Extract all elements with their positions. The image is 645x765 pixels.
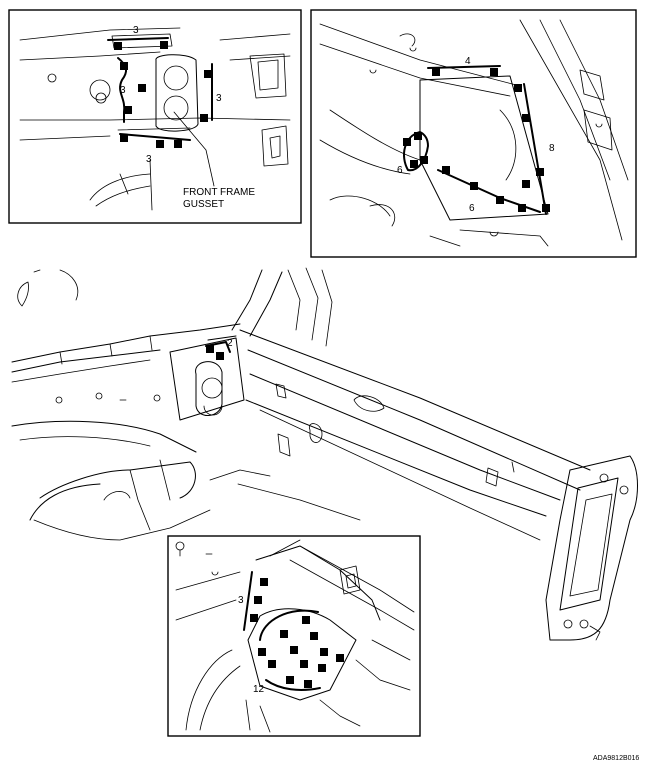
- weld-marker: [216, 352, 224, 360]
- callout-6-bottom: 6: [469, 203, 475, 214]
- weld-marker: [290, 646, 298, 654]
- weld-marker: [420, 156, 428, 164]
- inset-front-frame-gusset: 3 3 3 3 FRONT FRAME GUSSET: [8, 9, 302, 224]
- weld-marker: [138, 84, 146, 92]
- weld-marker: [403, 138, 411, 146]
- weld-marker: [542, 204, 550, 212]
- gusset-label-line1: FRONT FRAME: [183, 187, 255, 198]
- weld-marker: [536, 168, 544, 176]
- weld-marker: [280, 630, 288, 638]
- weld-marker: [206, 345, 214, 353]
- callout-3-lower: 3: [238, 595, 244, 606]
- weld-marker: [414, 132, 422, 140]
- weld-marker: [302, 616, 310, 624]
- weld-marker: [160, 41, 168, 49]
- weld-marker: [522, 180, 530, 188]
- weld-marker: [300, 660, 308, 668]
- weld-marker: [496, 196, 504, 204]
- callout-4: 4: [465, 56, 471, 67]
- main-frame-drawing: 2: [11, 267, 638, 641]
- weld-marker: [304, 680, 312, 688]
- callout-6-left: 6: [397, 165, 403, 176]
- weld-marker: [254, 596, 262, 604]
- weld-marker: [432, 68, 440, 76]
- callout-12: 12: [253, 684, 265, 695]
- weld-marker: [200, 114, 208, 122]
- weld-marker: [174, 140, 182, 148]
- weld-marker: [120, 62, 128, 70]
- weld-marker: [410, 160, 418, 168]
- weld-marker: [204, 70, 212, 78]
- callout-3-bottom: 3: [146, 154, 152, 165]
- weld-marker: [258, 648, 266, 656]
- gusset-label-line2: GUSSET: [183, 199, 224, 210]
- weld-marker: [250, 614, 258, 622]
- weld-marker: [490, 68, 498, 76]
- weld-marker: [260, 578, 268, 586]
- callout-8: 8: [549, 143, 555, 154]
- weld-marker: [522, 114, 530, 122]
- weld-marker: [336, 654, 344, 662]
- weld-marker: [442, 166, 450, 174]
- callout-3-top: 3: [133, 25, 139, 36]
- weld-marker: [286, 676, 294, 684]
- callout-2: 2: [227, 338, 233, 349]
- figure-code: ADA9812B016: [593, 755, 639, 762]
- weld-marker: [114, 42, 122, 50]
- inset-wheel-house: 4 8 6 6: [310, 9, 637, 258]
- callout-3-mid: 3: [120, 85, 126, 96]
- weld-marker: [518, 204, 526, 212]
- weld-marker: [470, 182, 478, 190]
- weld-marker: [268, 660, 276, 668]
- weld-marker: [320, 648, 328, 656]
- weld-marker: [318, 664, 326, 672]
- weld-marker: [156, 140, 164, 148]
- callout-3-right: 3: [216, 93, 222, 104]
- weld-marker: [514, 84, 522, 92]
- weld-marker: [310, 632, 318, 640]
- inset-lower-frame: 3 12: [167, 535, 421, 737]
- weld-marker: [120, 134, 128, 142]
- weld-marker: [124, 106, 132, 114]
